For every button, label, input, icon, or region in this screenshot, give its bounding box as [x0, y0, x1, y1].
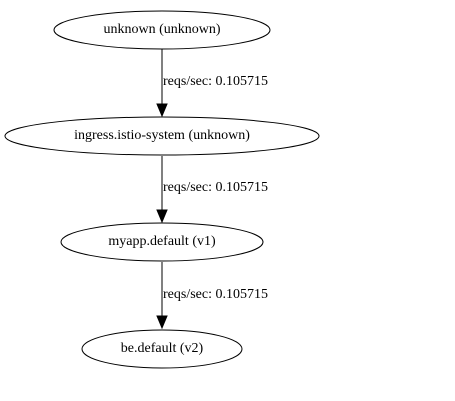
node-unknown: unknown (unknown) [53, 10, 271, 50]
edge-unknown-to-ingress: reqs/sec: 0.105715 [156, 49, 268, 118]
node-label: myapp.default (v1) [108, 234, 216, 249]
node-be-default: be.default (v2) [81, 329, 243, 369]
node-ellipse [81, 329, 243, 369]
edge-myapp-to-be: reqs/sec: 0.105715 [156, 262, 268, 330]
arrowhead [156, 103, 168, 118]
node-label: ingress.istio-system (unknown) [74, 128, 250, 143]
arrowhead [156, 315, 168, 330]
node-myapp-default: myapp.default (v1) [60, 222, 264, 262]
node-ingress-istio-system: ingress.istio-system (unknown) [4, 116, 320, 156]
edge-label: reqs/sec: 0.105715 [163, 74, 268, 89]
node-ellipse [4, 116, 320, 156]
node-ellipse [53, 10, 271, 50]
edge-ingress-to-myapp: reqs/sec: 0.105715 [156, 156, 268, 224]
arrowhead [156, 209, 168, 224]
node-label: be.default (v2) [121, 341, 204, 356]
edge-label: reqs/sec: 0.105715 [163, 287, 268, 302]
node-ellipse [60, 222, 264, 262]
edge-label: reqs/sec: 0.105715 [163, 180, 268, 195]
node-label: unknown (unknown) [103, 22, 220, 37]
